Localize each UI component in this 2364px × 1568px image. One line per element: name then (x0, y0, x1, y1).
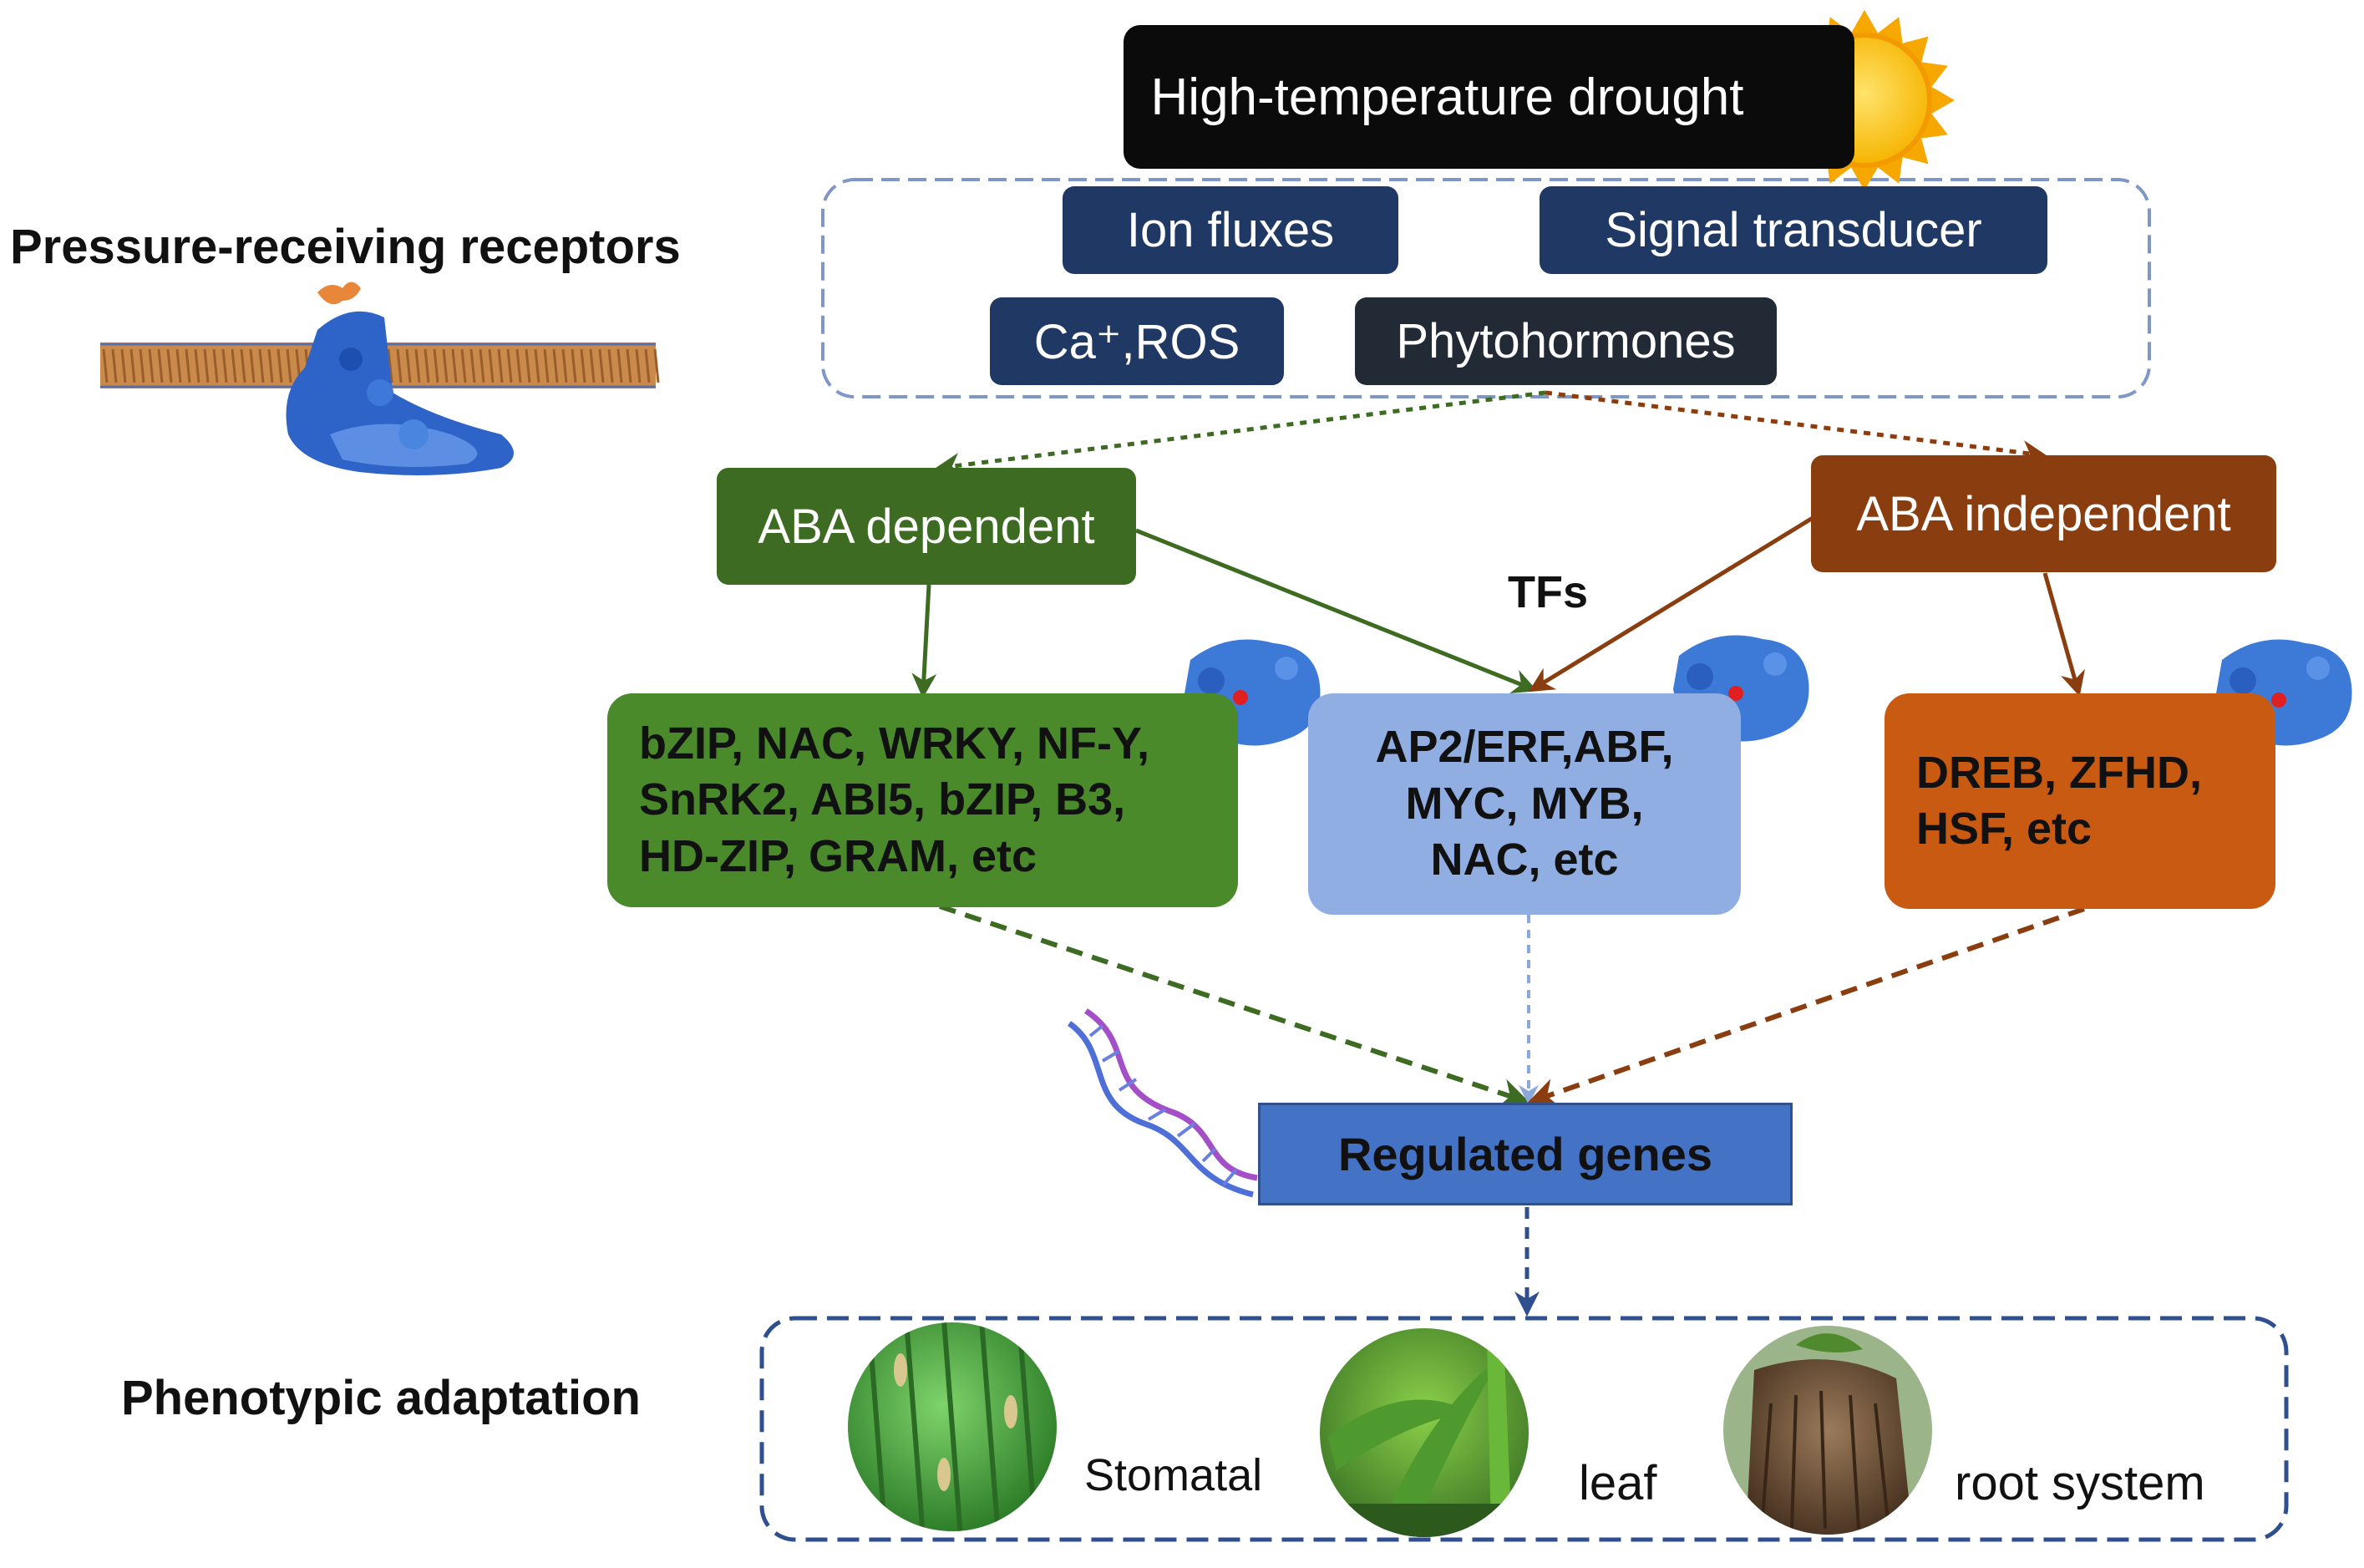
aba-independent-label: ABA independent (1856, 486, 2231, 541)
regulated-genes-label: Regulated genes (1337, 1128, 1713, 1180)
tf-blue-line-2: MYC, MYB, (1405, 778, 1644, 829)
signal-phytohormones-box: Phytohormones (1355, 297, 1777, 385)
arrow-dependent-to-blue-tfs (1135, 528, 1538, 694)
regulated-genes-box: Regulated genes (1258, 1103, 1793, 1205)
stomatal-photo (848, 1322, 1057, 1531)
tf-green-line-2: SnRK2, ABI5, bZIP, B3, (639, 774, 1126, 825)
arrow-independent-to-blue-tfs (1528, 515, 1814, 693)
stress-box: High-temperature drought (1124, 25, 1854, 169)
aba-dependent-box: ABA dependent (717, 468, 1136, 585)
membrane-receptor-image (100, 282, 660, 475)
tf-green-line-3: HD-ZIP, GRAM, etc (639, 830, 1037, 881)
arrow-to-aba-independent (1545, 390, 2047, 465)
phenotypic-title: Phenotypic adaptation (121, 1371, 641, 1425)
phenotype-leaf-label: leaf (1579, 1456, 1657, 1510)
signal-ca-ros-box: Ca⁺,ROS (990, 297, 1284, 385)
signal-ca-ros-label: Ca⁺,ROS (1033, 314, 1240, 369)
stress-label: High-temperature drought (1150, 68, 1744, 126)
leaf-photo (1320, 1328, 1529, 1537)
tf-group-orange-box: DREB, ZFHD, HSF, etc (1885, 693, 2275, 909)
aba-dependent-label: ABA dependent (758, 499, 1095, 554)
signal-transducer-label: Signal transducer (1605, 203, 1982, 257)
arrow-green-to-genes (939, 904, 1530, 1108)
tf-orange-line-1: DREB, ZFHD, (1916, 747, 2202, 798)
receptors-label: Pressure-receiving receptors (10, 220, 681, 274)
signal-transducer-box: Signal transducer (1540, 186, 2047, 274)
tf-blue-line-3: NAC, etc (1430, 835, 1619, 885)
arrow-independent-to-orange-tfs (2042, 572, 2085, 697)
dna-helix-icon (1067, 1008, 1258, 1198)
phenotype-root-label: root system (1955, 1456, 2205, 1510)
root-system-photo (1723, 1326, 1932, 1535)
tf-green-line-1: bZIP, NAC, WRKY, NF-Y, (639, 718, 1150, 769)
arrow-orange-to-genes (1527, 906, 2085, 1108)
tf-blue-line-1: AP2/ERF,ABF, (1375, 722, 1674, 773)
arrow-dependent-to-green-tfs (911, 584, 937, 698)
signals-container (821, 178, 2151, 398)
phenotype-stomatal-label: Stomatal (1084, 1450, 1263, 1500)
tfs-label: TFs (1508, 567, 1589, 617)
signal-ion-fluxes-label: Ion fluxes (1126, 203, 1335, 257)
tf-group-blue-box: AP2/ERF,ABF, MYC, MYB, NAC, etc (1308, 693, 1741, 915)
tf-orange-line-2: HSF, etc (1916, 804, 2093, 854)
arrow-to-aba-dependent (935, 390, 1546, 478)
phenotype-container (759, 1316, 2289, 1542)
signal-phytohormones-label: Phytohormones (1396, 314, 1736, 368)
signal-ion-fluxes-box: Ion fluxes (1063, 186, 1398, 274)
aba-independent-box: ABA independent (1811, 455, 2276, 572)
tf-group-green-box: bZIP, NAC, WRKY, NF-Y, SnRK2, ABI5, bZIP… (607, 693, 1238, 907)
